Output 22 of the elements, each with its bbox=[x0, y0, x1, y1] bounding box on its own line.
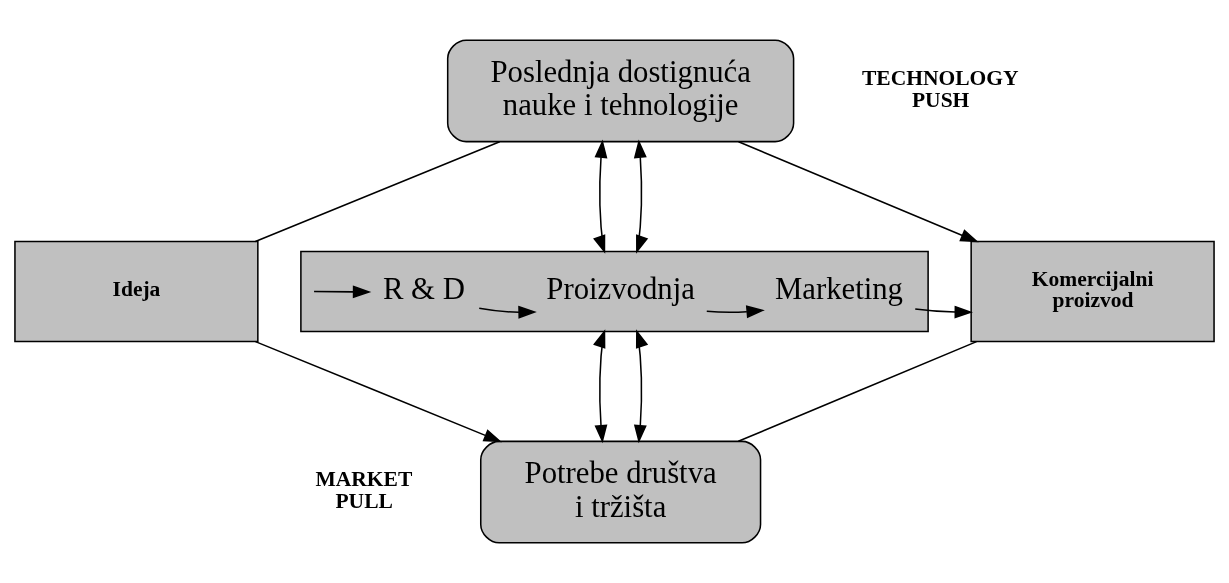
node-text: R & D bbox=[382, 272, 465, 307]
cluster bbox=[300, 250, 929, 333]
node-box: Komercijalni proizvod bbox=[970, 240, 1215, 343]
arrow bbox=[593, 329, 608, 444]
arrow bbox=[914, 305, 973, 319]
arrow bbox=[593, 139, 608, 254]
node-text: Marketing bbox=[774, 272, 903, 307]
arrow bbox=[313, 285, 372, 299]
arrow bbox=[478, 305, 537, 319]
arrow bbox=[254, 340, 503, 443]
arrow bbox=[633, 139, 649, 254]
arrow bbox=[706, 305, 765, 319]
arrow bbox=[633, 329, 649, 444]
label: MARKET PULL bbox=[315, 467, 413, 513]
label: TECHNOLOGY PUSH bbox=[862, 66, 1019, 112]
connector bbox=[737, 340, 978, 443]
arrow bbox=[737, 141, 979, 243]
connector bbox=[254, 141, 501, 243]
node-text: Proizvodnja bbox=[546, 272, 695, 307]
node-box: Potrebe društva i tržišta bbox=[480, 440, 762, 544]
node-box: Ideja bbox=[14, 240, 259, 343]
node-box: Poslednja dostignuća nauke i tehnologije bbox=[446, 39, 795, 143]
